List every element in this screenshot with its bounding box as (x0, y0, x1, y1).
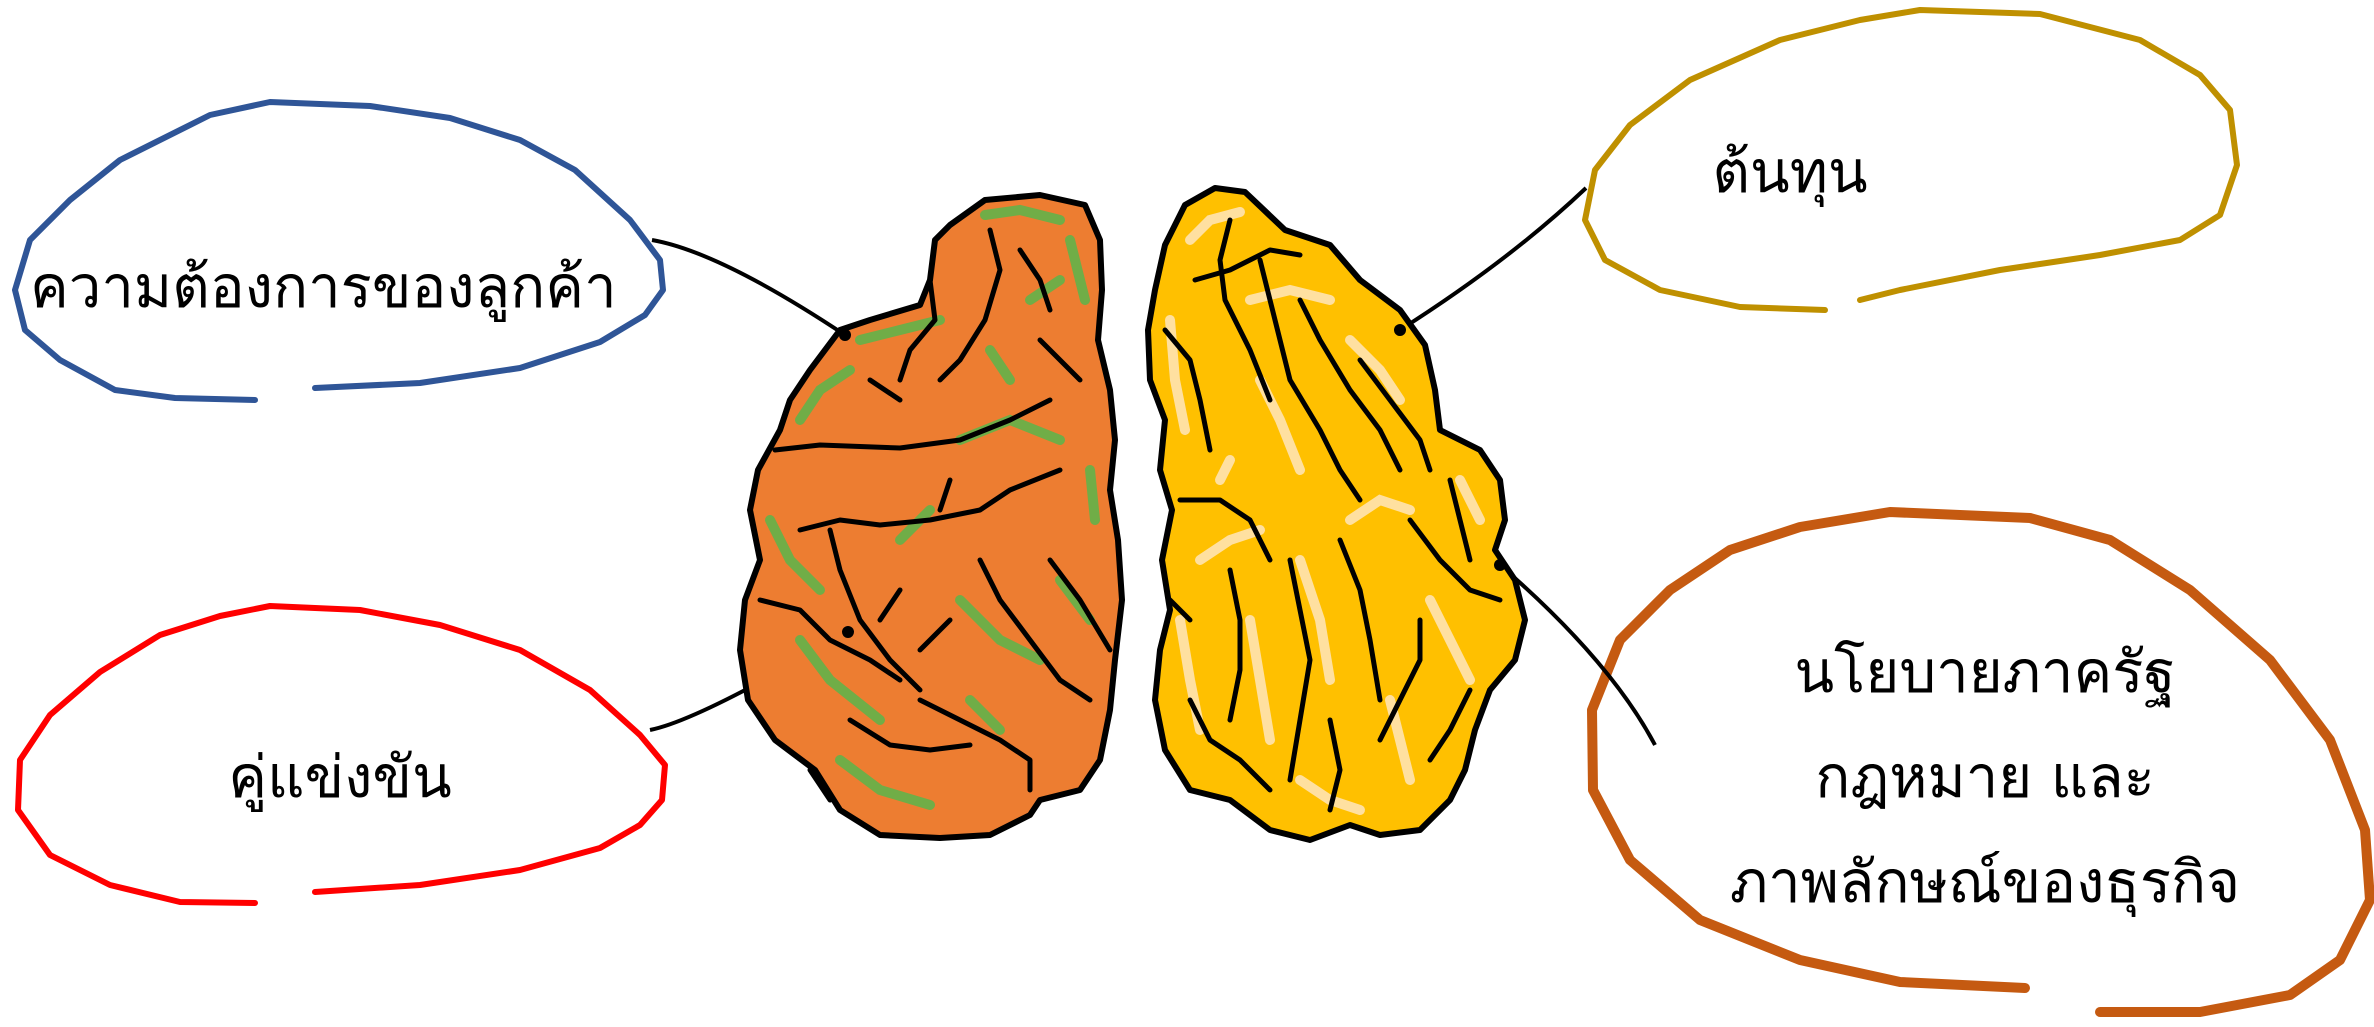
connector-customer-needs (652, 240, 845, 335)
connector-dot-bl (842, 626, 854, 638)
label-policy-block: นโยบายภาครัฐ กฎหมาย และ ภาพลักษณ์ของธุรก… (1655, 620, 2315, 935)
label-policy-line-3: ภาพลักษณ์ของธุรกิจ (1655, 830, 2315, 935)
label-competitors: คู่แข่งขัน (60, 730, 620, 823)
label-policy-line-2: กฎหมาย และ (1655, 725, 2315, 830)
label-policy-line-1: นโยบายภาครัฐ (1655, 620, 2315, 725)
connector-policy (1500, 565, 1655, 745)
connector-dot-tl (839, 329, 851, 341)
connector-dot-tr (1394, 324, 1406, 336)
connector-dot-br (1494, 559, 1506, 571)
left-brain-hemisphere (740, 195, 1122, 838)
connector-cost (1400, 188, 1586, 330)
label-customer-needs: ความต้องการของลูกค้า (30, 240, 610, 333)
label-cost: ต้นทุน (1640, 125, 1940, 218)
